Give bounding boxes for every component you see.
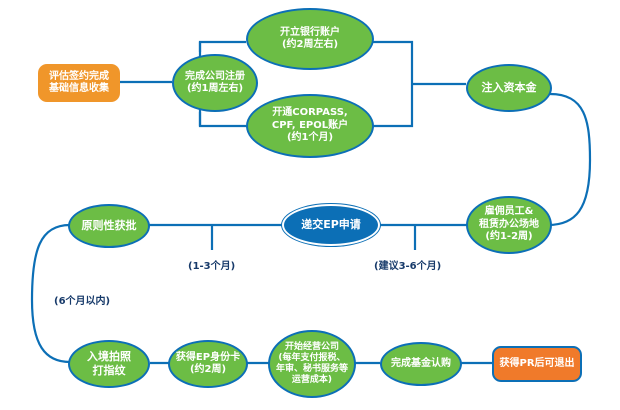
node-approval: 原则性获批	[68, 204, 150, 248]
label-three-to-six: (建议3-6个月)	[374, 261, 442, 272]
node-operate-label: 开始经营公司 (每年支付报税、 年审、秘书服务等 运营成本)	[275, 341, 348, 386]
node-ep-submit-label: 递交EP申请	[301, 218, 361, 232]
node-hire: 雇佣员工& 租赁办公场地 (约1-2周)	[466, 196, 552, 254]
node-register-label: 完成公司注册 (约1周左右)	[185, 70, 245, 95]
node-ep-card-label: 获得EP身份卡 (约2周)	[175, 351, 241, 376]
node-bank: 开立银行账户 (约2周左右)	[246, 8, 374, 70]
node-evaluate-label: 评估签约完成 基础信息收集	[49, 70, 109, 95]
label-within-six: (6个月以内)	[54, 296, 111, 307]
node-ep-card: 获得EP身份卡 (约2周)	[168, 340, 248, 388]
connector-capital-hire	[547, 92, 592, 227]
node-entry-label: 入境拍照 打指纹	[87, 350, 131, 377]
node-bank-label: 开立银行账户 (约2周左右)	[280, 26, 340, 51]
node-corppass-label: 开通CORPASS, CPF, EPOL账户 (约1个月)	[271, 107, 349, 144]
node-operate: 开始经营公司 (每年支付报税、 年审、秘书服务等 运营成本)	[268, 330, 356, 398]
node-capital: 注入资本金	[466, 64, 552, 112]
node-pr-label: 获得PR后可退出	[499, 357, 575, 369]
connector-bank-merge	[372, 40, 414, 128]
node-hire-label: 雇佣员工& 租赁办公场地 (约1-2周)	[479, 206, 539, 243]
node-entry: 入境拍照 打指纹	[68, 340, 150, 388]
connector-approval-entry	[30, 223, 71, 364]
node-register: 完成公司注册 (约1周左右)	[172, 54, 258, 112]
node-fund: 完成基金认购	[380, 342, 462, 386]
node-corppass: 开通CORPASS, CPF, EPOL账户 (约1个月)	[246, 94, 374, 158]
node-pr: 获得PR后可退出	[492, 346, 582, 382]
node-ep-submit: 递交EP申请	[282, 204, 380, 246]
node-evaluate: 评估签约完成 基础信息收集	[38, 64, 120, 102]
label-one-to-three: (1-3个月)	[188, 261, 236, 272]
node-capital-label: 注入资本金	[481, 81, 537, 95]
node-fund-label: 完成基金认购	[391, 357, 451, 369]
node-approval-label: 原则性获批	[81, 219, 137, 233]
